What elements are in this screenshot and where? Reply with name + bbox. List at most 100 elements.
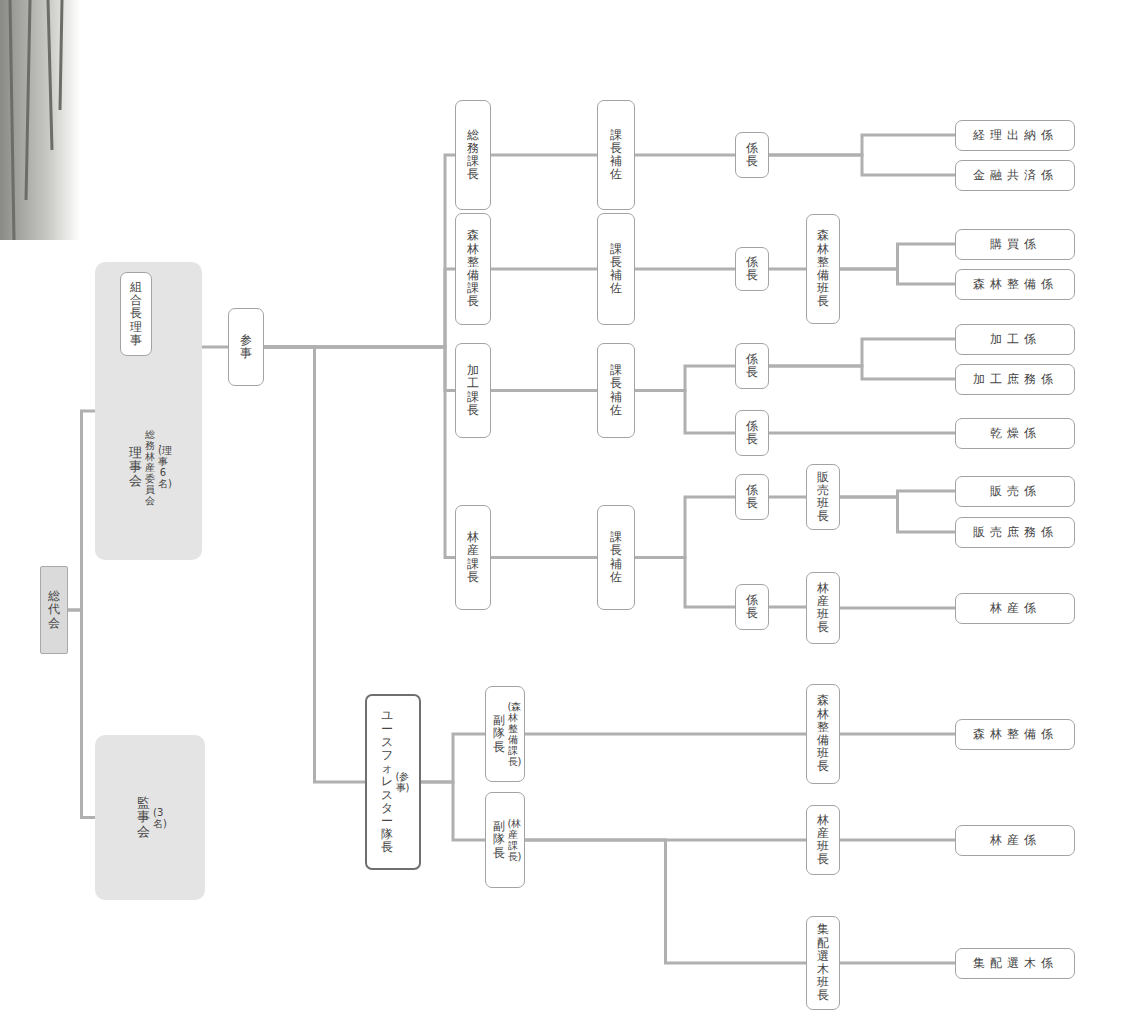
org-connector [264, 347, 455, 391]
node-label: 林産班長 [817, 814, 829, 867]
section-box: 集配選木係 [955, 948, 1075, 979]
org-connector [264, 269, 455, 347]
post-box: ユースフォレスター隊長(参事) [365, 694, 421, 870]
section-box: 林産係 [955, 825, 1075, 856]
section-box: 金融共済係 [955, 160, 1075, 191]
org-connector [525, 840, 806, 963]
node-label: 森林整備班長 [817, 229, 829, 308]
section-box: 加工係 [955, 324, 1075, 355]
node-label: 係長 [746, 353, 758, 379]
post-box: 林産班長 [806, 572, 840, 644]
org-connector [635, 366, 735, 391]
node-label: 係長 [746, 484, 758, 510]
post-box: 集配選木班長 [806, 916, 840, 1009]
node-label: 加工課長 [467, 364, 479, 417]
org-connector [840, 244, 955, 269]
org-connector [491, 268, 597, 271]
node-label: 係長 [746, 594, 758, 620]
node-label: (参事) [396, 771, 406, 793]
org-connector [769, 155, 955, 175]
node-label: 林産班長 [817, 582, 829, 635]
section-box: 乾燥係 [955, 418, 1075, 449]
node-label: 林産係 [990, 600, 1041, 617]
post-box: 係長 [735, 247, 769, 291]
org-connector [68, 610, 95, 818]
section-box: 林産係 [955, 593, 1075, 624]
section-box: 購買係 [955, 229, 1075, 260]
org-connector [769, 432, 955, 435]
section-box: 経理出納係 [955, 120, 1075, 151]
post-box: 係長 [735, 410, 769, 456]
section-box: 加工庶務係 [955, 364, 1075, 395]
post-box: 課長補佐 [597, 343, 635, 438]
org-connector [491, 556, 597, 559]
node-label: 理事会 [129, 446, 142, 489]
node-label: 課長補佐 [610, 243, 622, 296]
node-label: 林産課長 [467, 531, 479, 584]
post-box: 森林整備課長 [455, 213, 491, 325]
post-box: 加工課長 [455, 343, 491, 438]
org-connector [421, 734, 485, 782]
node-label: 森林整備係 [973, 276, 1058, 293]
node-label: (3名) [153, 807, 163, 829]
org-connector [769, 366, 955, 379]
node-label: 加工庶務係 [973, 371, 1058, 388]
post-box: 総務課長 [455, 100, 491, 210]
node-label: 副隊長 [493, 820, 505, 860]
org-connector [635, 558, 735, 608]
post-box: 森林整備班長 [806, 684, 840, 784]
org-connector [264, 155, 455, 347]
org-connector [769, 606, 806, 609]
post-box: 課長補佐 [597, 505, 635, 610]
node-label: (森林整備課長) [508, 701, 518, 767]
node-label: 課長補佐 [610, 531, 622, 584]
node-label: (林産課長) [508, 818, 518, 862]
org-connector [769, 135, 955, 155]
node-label: 参事 [240, 334, 252, 360]
node-label: 総務・林産委員会 [145, 429, 155, 506]
org-connector [421, 782, 485, 840]
post-box: 総代会 [40, 566, 68, 654]
org-connector [840, 962, 955, 965]
node-label: 係長 [746, 142, 758, 168]
node-label: 副隊長 [493, 714, 505, 754]
org-connector [840, 497, 955, 532]
post-box: 係長 [735, 474, 769, 520]
node-label: 集配選木係 [973, 955, 1058, 972]
node-label: 乾燥係 [990, 425, 1041, 442]
node-label: 総務課長 [467, 129, 479, 182]
node-label: (理事6名) [158, 445, 168, 489]
node-label: 加工係 [990, 331, 1041, 348]
node-label: 販売班長 [817, 471, 829, 524]
org-connector [264, 347, 365, 782]
org-connector [635, 154, 735, 157]
node-label: 販売庶務係 [973, 524, 1058, 541]
node-label: 監事会 [137, 796, 150, 839]
post-box: 販売班長 [806, 464, 840, 531]
org-connector [264, 347, 455, 558]
board-panel: 監事会(3名) [95, 735, 205, 900]
node-label: 森林整備課長 [467, 229, 479, 308]
node-label: 経理出納係 [973, 127, 1058, 144]
node-label: 森林整備班長 [817, 694, 829, 773]
org-connector [68, 411, 95, 610]
post-box: 係長 [735, 343, 769, 389]
section-box: 販売庶務係 [955, 517, 1075, 548]
org-connector [840, 607, 955, 610]
org-connector [769, 268, 806, 271]
tree-trunks [10, 0, 62, 240]
org-connector [840, 269, 955, 284]
org-connector [635, 268, 735, 271]
node-label: 課長補佐 [610, 129, 622, 182]
post-box: 副隊長(森林整備課長) [485, 686, 525, 782]
section-box: 森林整備係 [955, 269, 1075, 300]
post-box: 森林整備班長 [806, 214, 840, 324]
post-box: 課長補佐 [597, 100, 635, 210]
org-connector [840, 733, 955, 736]
post-box: 林産課長 [455, 505, 491, 610]
node-label: 組合長理事 [130, 281, 142, 347]
org-connector [769, 496, 806, 499]
forest-photo [0, 0, 80, 240]
node-label: 係長 [746, 420, 758, 446]
org-connector [840, 839, 955, 842]
